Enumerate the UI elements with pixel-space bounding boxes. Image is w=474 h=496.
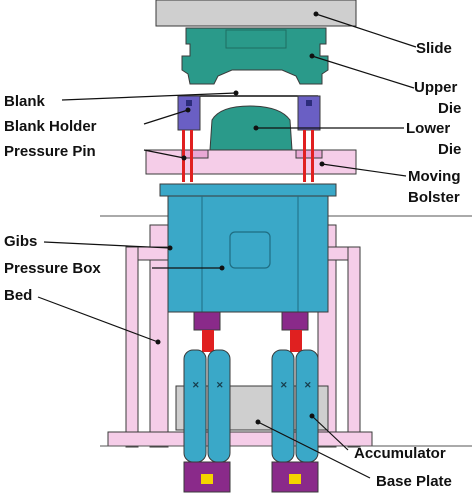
label-blank: Blank: [4, 93, 46, 110]
lower-die: [209, 105, 293, 151]
label-pressure-pin: Pressure Pin: [4, 143, 96, 160]
label-slide: Slide: [416, 40, 452, 57]
svg-text:✕: ✕: [304, 380, 312, 390]
label-moving-bolster-line1: Moving: [408, 168, 461, 185]
label-base-plate: Base Plate: [376, 473, 452, 490]
blank-holder: [177, 95, 321, 131]
upper-die: [181, 27, 329, 85]
yellow-bolt-icon: [289, 474, 301, 484]
hydraulic-cylinder-left: ✕ ✕: [183, 311, 231, 493]
pressure-box: [159, 183, 337, 313]
yellow-bolt-icon: [201, 474, 213, 484]
label-moving-bolster-line2: Bolster: [408, 189, 460, 206]
leader-lines: [37, 11, 417, 479]
label-upper-die-line1: Upper: [414, 79, 458, 96]
moving-bolster: [145, 149, 357, 175]
hydraulic-cylinder-right: ✕ ✕: [271, 311, 319, 493]
slide: [155, 0, 357, 27]
label-upper-die-line2: Die: [438, 100, 461, 117]
label-blank-holder: Blank Holder: [4, 118, 97, 135]
label-lower-die-line2: Die: [438, 141, 461, 158]
svg-text:✕: ✕: [280, 380, 288, 390]
label-gibs: Gibs: [4, 233, 37, 250]
label-pressure-box: Pressure Box: [4, 260, 101, 277]
label-accumulator: Accumulator: [354, 445, 446, 462]
label-bed: Bed: [4, 287, 32, 304]
label-lower-die-line1: Lower: [406, 120, 450, 137]
svg-text:✕: ✕: [192, 380, 200, 390]
svg-text:✕: ✕: [216, 380, 224, 390]
